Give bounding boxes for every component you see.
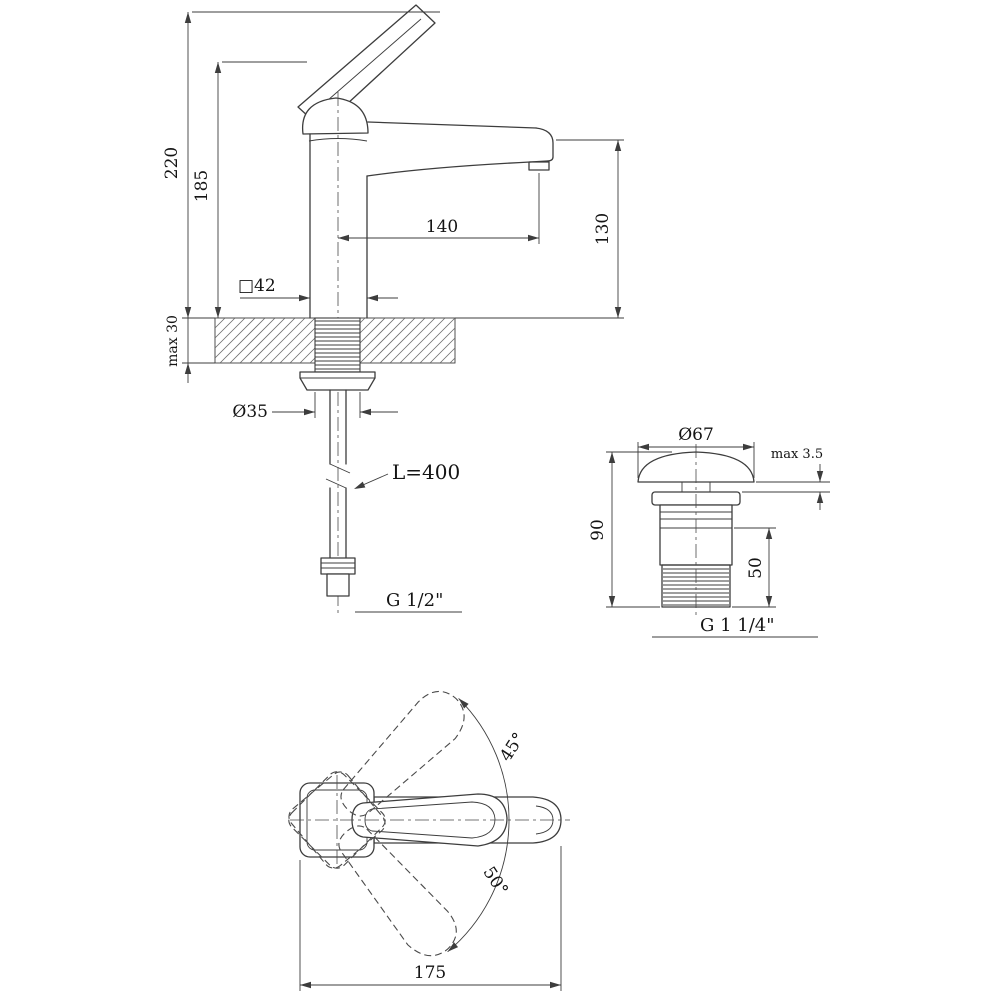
aerator <box>528 161 550 171</box>
extension-line <box>742 481 830 493</box>
dim-deck-lip-max35: max 3.5 <box>742 447 830 510</box>
dim-deck-thickness-max30: max 30 <box>165 315 215 383</box>
dim-arrow <box>550 981 561 989</box>
drain-outline <box>637 451 755 608</box>
extension-line <box>299 846 562 991</box>
drain-thread-edges <box>661 564 731 608</box>
dim-arrow <box>765 528 773 539</box>
dim-label: 185 <box>192 170 212 202</box>
handle-plan-inner <box>364 801 496 839</box>
dim-arrow <box>304 408 315 416</box>
handle-ghost-down <box>288 771 457 957</box>
dim-arrow <box>638 443 649 451</box>
hose-break-symbol <box>325 463 351 489</box>
dim-arrow <box>184 363 192 374</box>
dim-label: 175 <box>414 963 446 983</box>
dim-label: Ø67 <box>678 425 714 445</box>
dim-arrow <box>360 408 371 416</box>
dim-arrow <box>816 471 824 482</box>
dim-arrow <box>608 452 616 463</box>
handle-lever-inner-line <box>311 18 422 115</box>
dim-label: 50° <box>479 863 512 899</box>
dim-arrow <box>300 981 311 989</box>
dim-total-height-220: 220 <box>162 11 440 319</box>
dim-body-height-185: 185 <box>192 61 307 318</box>
hose-fitting <box>320 557 356 597</box>
dim-label: L=400 <box>392 460 460 484</box>
fitting-pipe <box>326 573 350 597</box>
dim-arrow <box>614 307 622 318</box>
dim-arrow <box>214 62 222 73</box>
front-view: 220 185 140 130 □42 <box>162 4 624 616</box>
dim-label: G 1/2" <box>386 590 443 611</box>
dim-arrow <box>338 234 349 242</box>
hose-lower <box>329 487 347 559</box>
dim-arrow <box>765 596 773 607</box>
callout-drain-thread: G 1 1/4" <box>652 615 818 638</box>
dim-label: G 1 1/4" <box>700 615 775 636</box>
dim-arrow <box>816 492 824 503</box>
fitting-nut <box>320 557 356 575</box>
dim-arrow <box>214 307 222 318</box>
dim-spout-reach-140: 140 <box>338 173 540 244</box>
dim-body-section-42: □42 <box>238 276 398 302</box>
dim-label: Ø35 <box>232 402 268 422</box>
dim-label: 140 <box>426 217 458 237</box>
dim-label: 220 <box>162 147 182 179</box>
cartridge-cap <box>301 97 369 135</box>
dim-label: 130 <box>593 213 613 245</box>
swing-arc <box>447 698 510 953</box>
flexible-hose <box>325 389 351 559</box>
dim-shank-diameter-35: Ø35 <box>232 392 398 422</box>
dim-spout-height-130: 130 <box>455 139 624 319</box>
spout-underside <box>366 161 531 177</box>
dim-label: max 30 <box>165 315 181 367</box>
shank-threads <box>315 320 360 370</box>
top-view: 45° 50° 175 <box>288 690 570 991</box>
leader-arrow <box>352 481 366 492</box>
spout-tip <box>529 127 554 163</box>
dim-arrow <box>184 307 192 318</box>
dim-label: 50 <box>746 557 766 579</box>
dim-arrow <box>367 294 378 302</box>
dim-arrow <box>614 140 622 151</box>
dim-label: 45° <box>496 729 529 765</box>
hose-upper <box>329 389 347 465</box>
threaded-shank <box>314 317 361 373</box>
dim-label: max 3.5 <box>771 447 823 462</box>
dim-arrow <box>743 443 754 451</box>
spout-top-edge <box>367 121 537 129</box>
dim-arrow <box>184 12 192 23</box>
drain-cap-stem <box>681 482 711 492</box>
body-neck-line <box>308 138 368 142</box>
dim-drain-height-90: 90 <box>588 451 672 608</box>
dim-cap-diameter-67: Ø67 <box>637 425 755 478</box>
extension-line <box>314 392 361 418</box>
extension-line <box>637 442 755 478</box>
dim-arrow <box>299 294 310 302</box>
locknut <box>299 371 376 391</box>
ghost-base-square <box>288 771 386 869</box>
ghost-handle <box>338 825 457 957</box>
dim-thread-length-50: 50 <box>732 527 776 608</box>
dim-arrow <box>608 596 616 607</box>
dim-overall-length-175: 175 <box>299 846 562 991</box>
faucet-outline <box>297 4 554 319</box>
fitting-nut-facets <box>321 562 355 569</box>
dim-label: 90 <box>588 519 608 541</box>
extension-line <box>606 451 672 608</box>
callout-hose-thread: G 1/2" <box>355 590 462 613</box>
dim-arrow <box>528 234 539 242</box>
ghost-handle <box>340 690 465 817</box>
dim-label: □42 <box>238 276 276 296</box>
callout-hose-length: L=400 <box>352 460 460 492</box>
drain-view: Ø67 max 3.5 90 50 G 1 1/4" <box>588 425 830 638</box>
